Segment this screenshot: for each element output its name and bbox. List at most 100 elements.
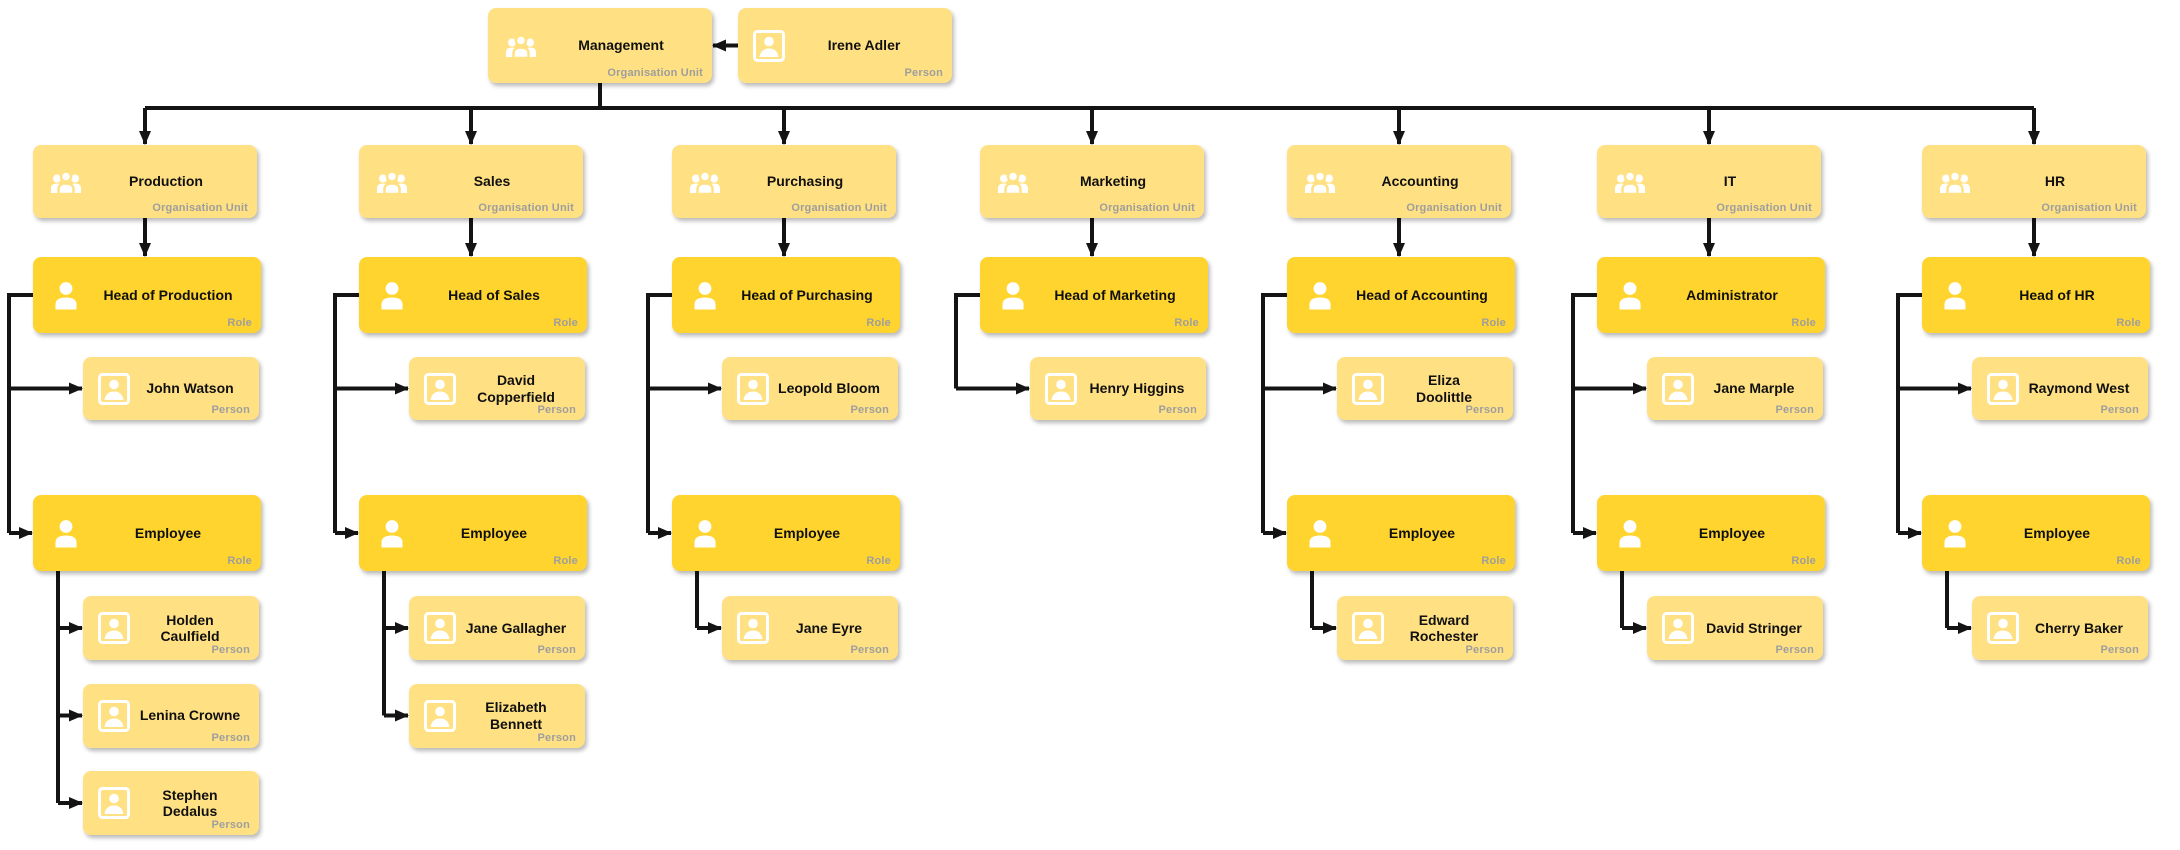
connector — [7, 293, 33, 533]
group-icon — [506, 32, 536, 60]
connector — [333, 293, 359, 533]
node-type-label: Organisation Unit — [1406, 202, 1502, 214]
org-unit-node-hr[interactable]: HR Organisation Unit — [1922, 145, 2146, 218]
portrait-icon — [1045, 372, 1077, 405]
node-type-label: Person — [211, 644, 250, 656]
portrait-icon — [98, 612, 130, 644]
node-title: Management — [578, 37, 664, 54]
node-title: Head of Purchasing — [741, 286, 873, 303]
node-type-label: Organisation Unit — [1716, 202, 1812, 214]
person-icon — [690, 518, 720, 549]
portrait-icon — [1662, 372, 1694, 405]
node-type-label: Role — [1174, 317, 1199, 329]
node-title: Marketing — [1079, 173, 1147, 190]
node-type-label: Person — [211, 819, 250, 831]
connector — [1896, 293, 1922, 533]
node-type-label: Organisation Unit — [2041, 202, 2137, 214]
node-title: Irene Adler — [827, 37, 901, 54]
portrait-icon — [1987, 372, 2019, 405]
node-title: Stephen Dedalus — [162, 786, 218, 819]
node-type-label: Role — [1481, 555, 1506, 567]
node-title: Head of Accounting — [1356, 286, 1488, 303]
node-type-label: Role — [553, 555, 578, 567]
node-type-label: Person — [211, 404, 250, 416]
node-type-label: Person — [537, 404, 576, 416]
node-type-label: Person — [1465, 404, 1504, 416]
person-icon — [690, 280, 720, 311]
node-title: Sales — [473, 173, 511, 190]
person-icon — [1940, 518, 1970, 549]
node-title: Employee — [134, 524, 202, 541]
node-type-label: Person — [1775, 644, 1814, 656]
node-title: Head of Marketing — [1054, 286, 1176, 303]
node-title: Raymond West — [2028, 380, 2130, 397]
node-title: Head of Sales — [448, 286, 540, 303]
node-type-label: Role — [1481, 317, 1506, 329]
node-title: Eliza Doolittle — [1416, 372, 1472, 405]
group-icon — [690, 168, 720, 196]
portrait-icon — [1352, 372, 1384, 405]
node-title: Employee — [1698, 524, 1766, 541]
node-type-label: Person — [850, 404, 889, 416]
connector — [1261, 293, 1287, 533]
node-type-label: Role — [553, 317, 578, 329]
node-title: HR — [2044, 173, 2066, 190]
person-icon — [1305, 280, 1335, 311]
person-icon — [51, 280, 81, 311]
node-type-label: Role — [2116, 317, 2141, 329]
portrait-icon — [737, 612, 769, 644]
portrait-icon — [1352, 612, 1384, 644]
node-title: Henry Higgins — [1089, 380, 1185, 397]
node-title: David Copperfield — [477, 372, 555, 405]
node-title: Jane Marple — [1713, 380, 1795, 397]
node-type-label: Person — [2100, 644, 2139, 656]
node-title: Holden Caulfield — [160, 611, 220, 644]
node-type-label: Role — [227, 555, 252, 567]
group-icon — [1305, 168, 1335, 196]
person-icon — [377, 280, 407, 311]
connector — [1571, 293, 1597, 533]
node-type-label: Person — [2100, 404, 2139, 416]
node-type-label: Organisation Unit — [478, 202, 574, 214]
node-type-label: Organisation Unit — [791, 202, 887, 214]
portrait-icon — [98, 699, 130, 732]
group-icon — [377, 168, 407, 196]
